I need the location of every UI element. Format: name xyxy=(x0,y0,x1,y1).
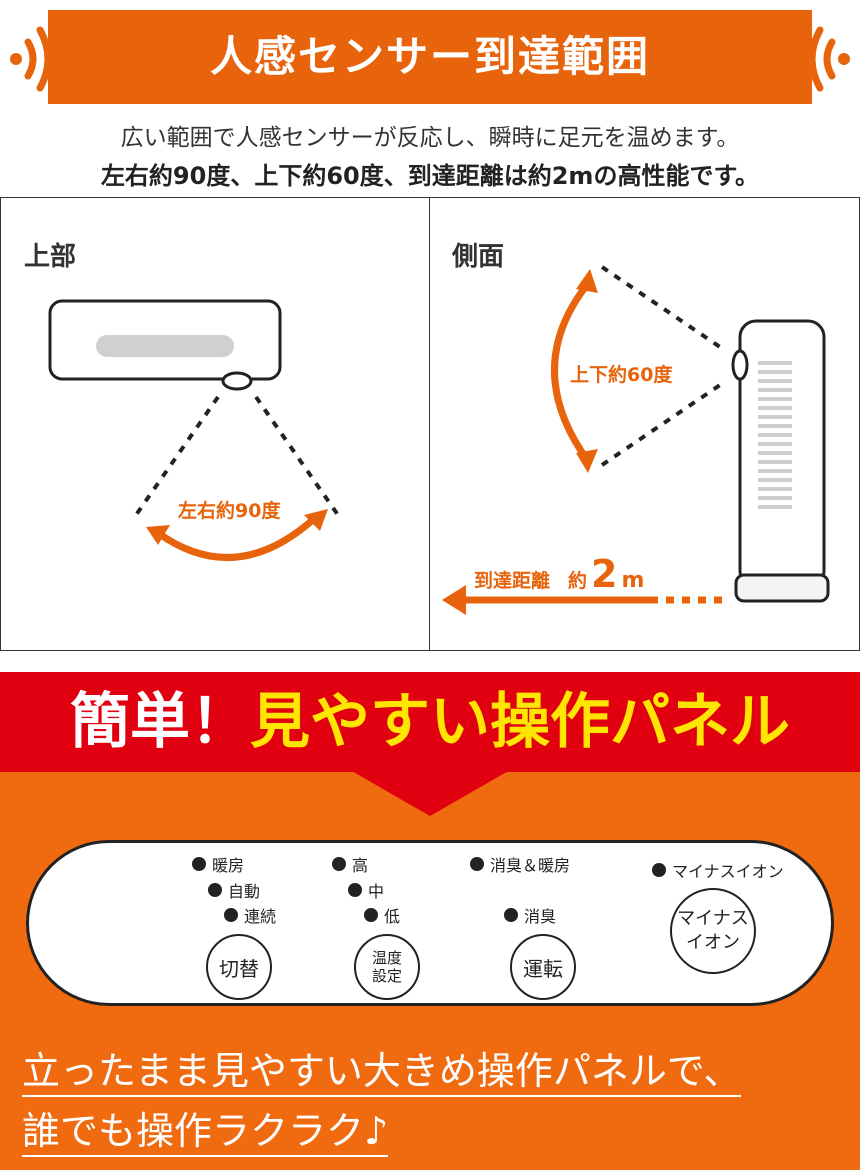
run-button[interactable]: 運転 xyxy=(510,934,576,1000)
indicator-dot xyxy=(348,883,362,897)
indicator-dot xyxy=(470,857,484,871)
headline-yellow: 見やすい操作パネル xyxy=(250,687,790,757)
indicator-dot xyxy=(652,863,666,877)
indicator-deodorize-heat: 消臭＆暖房 xyxy=(470,852,570,876)
indicator-dot xyxy=(504,908,518,922)
indicator-dot xyxy=(192,857,206,871)
headline-band xyxy=(0,672,860,772)
indicator-dot xyxy=(224,908,238,922)
indicator-deodorize: 消臭 xyxy=(504,903,556,927)
indicator-dot xyxy=(332,857,346,871)
title-banner xyxy=(48,10,812,104)
distance-value: 2 xyxy=(591,552,618,596)
footer-line-2: 誰でも操作ラクラク♪ xyxy=(22,1100,389,1157)
indicator-medium: 中 xyxy=(348,878,384,902)
diagram-divider xyxy=(429,197,430,651)
headline-pointer xyxy=(350,770,510,816)
side-view-illustration xyxy=(442,265,830,615)
headline-white: 簡単！ xyxy=(70,687,250,757)
top-view-label: 上部 xyxy=(24,242,77,272)
intro-line-2: 左右約90度、上下約60度、到達距離は約2mの高性能です。 xyxy=(100,162,760,190)
section-title: 人感センサー到達範囲 xyxy=(209,32,650,81)
top-view-illustration xyxy=(48,299,340,561)
signal-left-icon xyxy=(10,14,67,104)
distance-label-group: 到達距離 約 2 m xyxy=(474,552,644,596)
indicator-continuous: 連続 xyxy=(224,903,276,927)
indicator-heating: 暖房 xyxy=(192,852,244,876)
vertical-angle-label: 上下約60度 xyxy=(570,364,673,386)
indicator-low: 低 xyxy=(364,903,400,927)
indicator-dot xyxy=(364,908,378,922)
indicator-dot xyxy=(208,883,222,897)
footer-line-1: 立ったまま見やすい大きめ操作パネルで、 xyxy=(22,1040,742,1097)
horizontal-angle-label: 左右約90度 xyxy=(178,500,281,522)
distance-label: 到達距離 xyxy=(474,570,551,592)
mode-switch-button[interactable]: 切替 xyxy=(206,934,272,1000)
minus-ion-button[interactable]: マイナス イオン xyxy=(670,888,756,974)
signal-right-icon xyxy=(793,14,850,104)
side-view-label: 側面 xyxy=(452,242,505,272)
distance-unit: m xyxy=(621,568,645,593)
headline: 簡単！見やすい操作パネル xyxy=(0,672,860,772)
distance-prefix: 約 xyxy=(568,570,588,592)
indicator-high: 高 xyxy=(332,852,368,876)
indicator-minus-ion: マイナスイオン xyxy=(652,858,784,882)
temperature-button[interactable]: 温度 設定 xyxy=(354,934,420,1000)
intro-line-1: 広い範囲で人感センサーが反応し、瞬時に足元を温めます。 xyxy=(120,125,740,151)
indicator-auto: 自動 xyxy=(208,878,260,902)
